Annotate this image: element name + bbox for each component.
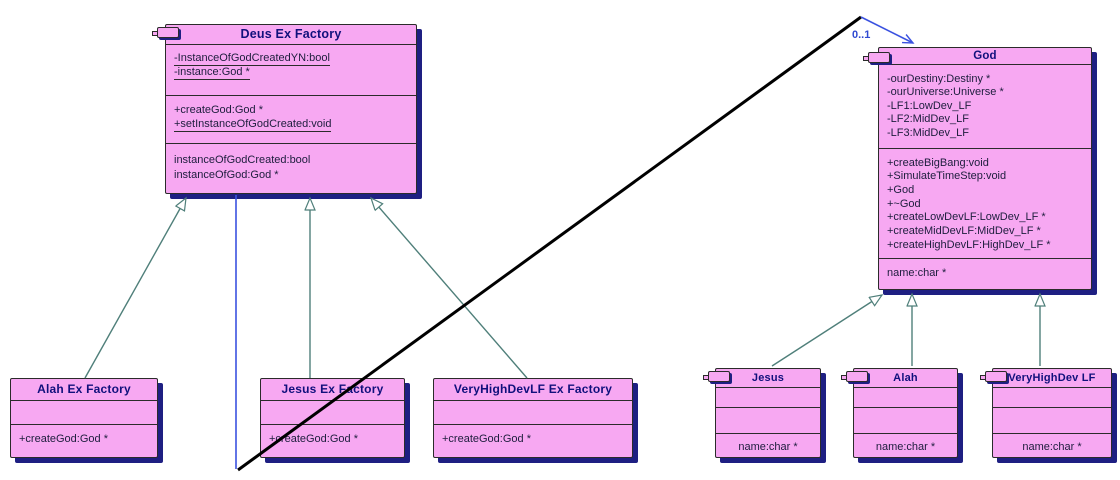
method: +createBigBang:void — [887, 156, 989, 169]
property: instanceOfGod:God * — [174, 168, 279, 181]
member-row: +SimulateTimeStep:void — [879, 170, 1091, 184]
class-icon — [152, 27, 180, 40]
property: name:char * — [738, 440, 798, 453]
member-row: name:char * — [716, 441, 820, 453]
inheritance-vhd-factory-to-deus[interactable] — [371, 198, 528, 379]
method: +createGod:God * — [19, 432, 108, 445]
method: +createGod:God * — [269, 432, 358, 445]
method: +createGod:God * — [174, 103, 263, 116]
member-row: +createGod:God * — [166, 103, 416, 117]
method: +~God — [887, 197, 921, 210]
class-title: Jesus Ex Factory — [281, 382, 384, 397]
class-icon — [980, 371, 1008, 384]
properties-section: name:char * — [993, 432, 1111, 458]
attributes-section — [854, 386, 957, 407]
member-row: +createGod:God * — [434, 433, 632, 445]
attributes-section — [993, 386, 1111, 407]
method: +createMidDevLF:MidDev_LF * — [887, 225, 1041, 238]
method: +setInstanceOfGodCreated:void — [174, 117, 332, 132]
class-title: Deus Ex Factory — [240, 27, 342, 42]
inheritance-jesus-to-god[interactable] — [771, 295, 882, 367]
properties-section: name:char * — [854, 432, 957, 458]
member-row: +createGod:God * — [11, 433, 157, 445]
class-icon — [863, 52, 891, 65]
class-jesus-ex-factory[interactable]: Jesus Ex Factory +createGod:God * — [260, 378, 405, 458]
member-row: +createMidDevLF:MidDev_LF * — [879, 225, 1091, 239]
attribute: -LF2:MidDev_LF — [887, 113, 969, 125]
class-title: God — [973, 49, 997, 62]
class-veryhighdevlf-ex-factory[interactable]: VeryHighDevLF Ex Factory +createGod:God … — [433, 378, 633, 458]
attributes-section — [716, 386, 820, 407]
property: name:char * — [1022, 440, 1082, 453]
member-row: -instance:God * — [166, 66, 416, 80]
properties-section: name:char * — [879, 257, 1091, 290]
class-god[interactable]: God -ourDestiny:Destiny * -ourUniverse:U… — [863, 47, 1092, 290]
methods-section: +createGod:God * +setInstanceOfGodCreate… — [166, 94, 416, 143]
property: instanceOfGodCreated:bool — [174, 153, 311, 166]
class-deus-ex-factory[interactable]: Deus Ex Factory -InstanceOfGodCreatedYN:… — [152, 24, 417, 194]
method: +SimulateTimeStep:void — [887, 170, 1007, 183]
member-row: -ourDestiny:Destiny * — [879, 73, 1091, 87]
class-jesus[interactable]: Jesus name:char * — [703, 368, 821, 458]
class-alah-ex-factory[interactable]: Alah Ex Factory +createGod:God * — [10, 378, 158, 458]
member-row: +God — [879, 184, 1091, 198]
member-row: name:char * — [879, 267, 1091, 279]
methods-section — [716, 406, 820, 433]
attributes-section — [434, 399, 632, 424]
property: name:char * — [887, 266, 947, 279]
class-title: VeryHighDevLF Ex Factory — [453, 382, 613, 397]
attribute: -ourDestiny:Destiny * — [887, 72, 991, 85]
member-row: name:char * — [993, 441, 1111, 453]
inheritance-alah-factory-to-deus[interactable] — [84, 198, 186, 379]
attributes-section: -InstanceOfGodCreatedYN:bool -instance:G… — [166, 43, 416, 95]
member-row: -ourUniverse:Universe * — [879, 86, 1091, 100]
attribute: -ourUniverse:Universe * — [887, 86, 1004, 98]
member-row: -LF1:LowDev_LF — [879, 100, 1091, 114]
class-title: VeryHighDev LF — [1008, 371, 1096, 384]
multiplicity-label: 0..1 — [852, 29, 871, 41]
member-row: +setInstanceOfGodCreated:void — [166, 117, 416, 132]
properties-section: name:char * — [716, 432, 820, 458]
member-row: -InstanceOfGodCreatedYN:bool — [166, 52, 416, 66]
methods-section — [854, 406, 957, 433]
method: +createHighDevLF:HighDev_LF * — [887, 238, 1051, 251]
properties-section: instanceOfGodCreated:bool instanceOfGod:… — [166, 142, 416, 194]
member-row: instanceOfGodCreated:bool — [166, 153, 416, 168]
method: +createLowDevLF:LowDev_LF * — [887, 211, 1046, 224]
class-veryhighdev-lf[interactable]: VeryHighDev LF name:char * — [980, 368, 1112, 458]
member-row: +createGod:God * — [261, 433, 404, 445]
methods-section: +createGod:God * — [261, 423, 404, 458]
member-row: +createHighDevLF:HighDev_LF * — [879, 239, 1091, 253]
methods-section: +createGod:God * — [11, 423, 157, 458]
member-row: +createBigBang:void — [879, 157, 1091, 171]
methods-section: +createBigBang:void +SimulateTimeStep:vo… — [879, 147, 1091, 258]
member-row: +createLowDevLF:LowDev_LF * — [879, 211, 1091, 225]
property: name:char * — [875, 440, 936, 453]
member-row: instanceOfGod:God * — [166, 168, 416, 183]
method: +createGod:God * — [442, 432, 531, 445]
attribute: -InstanceOfGodCreatedYN:bool — [174, 51, 330, 66]
attributes-section — [11, 399, 157, 424]
attributes-section: -ourDestiny:Destiny * -ourUniverse:Unive… — [879, 63, 1091, 148]
class-title: Alah Ex Factory — [37, 382, 131, 397]
class-alah[interactable]: Alah name:char * — [841, 368, 958, 458]
member-row: +~God — [879, 198, 1091, 212]
methods-section: +createGod:God * — [434, 423, 632, 458]
attribute: -LF3:MidDev_LF — [887, 126, 969, 139]
attribute: -LF1:LowDev_LF — [887, 99, 972, 112]
class-title: Jesus — [751, 371, 785, 384]
attribute: -instance:God * — [174, 65, 250, 80]
member-row: -LF2:MidDev_LF — [879, 113, 1091, 127]
method: +God — [887, 183, 915, 196]
attributes-section — [261, 399, 404, 424]
class-title: Alah — [893, 371, 918, 384]
member-row: -LF3:MidDev_LF — [879, 127, 1091, 141]
class-icon — [703, 371, 731, 384]
member-row: name:char * — [854, 441, 957, 453]
methods-section — [993, 406, 1111, 433]
class-icon — [841, 371, 869, 384]
